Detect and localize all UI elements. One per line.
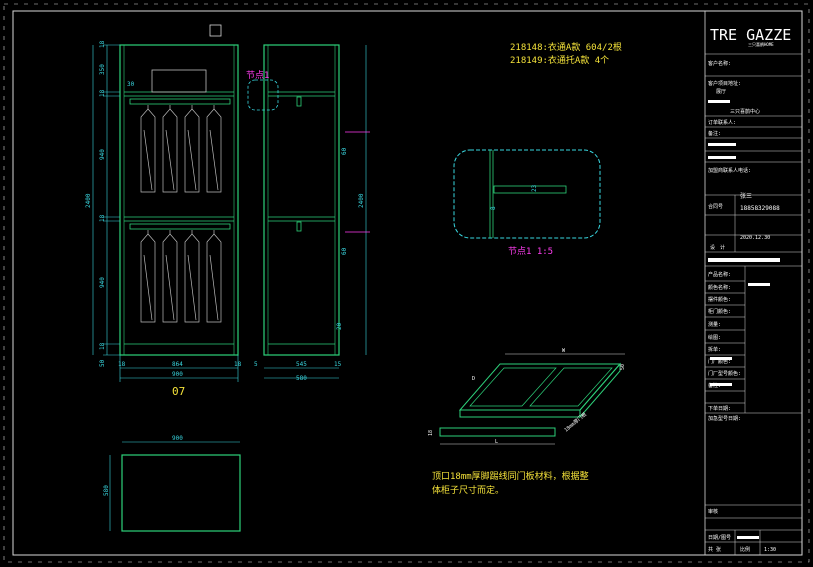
dim-base: 18 <box>99 342 106 350</box>
tb-remark: 备注: <box>708 130 721 137</box>
view-marker-box <box>209 24 222 37</box>
front-code: 07 <box>172 385 185 398</box>
side-dim-left: 5 <box>254 361 258 368</box>
node-detail-label: 节点1 1:5 <box>508 246 553 257</box>
svg-text:计: 计 <box>720 244 725 251</box>
kick-frame-iso: W D 50 L 18 18mm厚门板 <box>428 348 626 445</box>
dim-board1: 18 <box>99 89 106 97</box>
detail-rod <box>493 185 567 194</box>
tb-product: 产品名称: <box>708 271 731 278</box>
tb-redacted-bars <box>708 100 780 539</box>
svg-text:颜色名称:: 颜色名称: <box>708 284 731 291</box>
dim-upper-h: 940 <box>99 149 106 160</box>
kick-board <box>439 427 556 437</box>
tb-date: 2020.12.30 <box>740 235 770 241</box>
svg-text:门厂颜色:: 门厂颜色: <box>708 358 731 365</box>
svg-text:拆单:: 拆单: <box>708 346 721 353</box>
node-detail: 23 8 节点1 1:5 <box>453 149 601 257</box>
svg-text:绘图:: 绘图: <box>708 334 721 341</box>
brand-logo: TRE GAZZE <box>710 26 791 44</box>
tb-contract: 合同号 <box>708 203 723 210</box>
dim-kick: 50 <box>99 359 106 367</box>
rod-bracket-upper <box>296 96 302 107</box>
side-dim-right: 15 <box>334 361 342 368</box>
svg-text:下单日期:: 下单日期: <box>708 405 731 412</box>
side-note-1: 顶口18mm厚脚踢线同门板材料，根据整 <box>432 470 589 482</box>
dim-right-edge: 18 <box>234 361 242 368</box>
tb-center: 三只喜鹊中心 <box>730 108 760 115</box>
node1-callout <box>247 79 279 111</box>
garments-lower <box>140 230 222 323</box>
dim-lower-h: 940 <box>99 277 106 288</box>
frame-dim-depth: D <box>472 376 475 382</box>
dim-inner-w: 864 <box>172 361 183 368</box>
svg-text:审核: 审核 <box>708 508 718 515</box>
side-dim-depth: 580 <box>296 375 307 382</box>
part-note-1: 218148:衣通A款 604/2根 <box>510 41 622 53</box>
side-outline <box>263 44 340 356</box>
tb-address: 客户项目地址: <box>708 80 741 87</box>
dim-mid: 18 <box>99 214 106 222</box>
board-dim-thick: 18 <box>428 430 434 436</box>
rod-bracket-lower <box>296 221 302 232</box>
brand-sub: 三只喜鹊HOME <box>748 41 774 47</box>
svg-text:日期/图号: 日期/图号 <box>708 535 731 541</box>
dim-rod-gap: 30 <box>127 81 135 88</box>
svg-text:门厂型号颜色:: 门厂型号颜色: <box>708 370 741 377</box>
svg-text:1:30: 1:30 <box>764 547 776 553</box>
board-dim-length: L <box>495 439 498 445</box>
cabinet-inner <box>123 44 235 356</box>
plan-outline <box>121 454 241 532</box>
dim-left-edge: 18 <box>118 361 126 368</box>
front-elevation: 18 350 18 940 18 940 18 50 2400 30 18 86… <box>85 24 242 398</box>
side-dim-tag2: 60 <box>341 247 348 255</box>
hanging-rod-lower <box>129 223 231 230</box>
tb-dealer-phone: 加盟商联系人电话: <box>708 167 751 174</box>
side-dim-bottom: 20 <box>336 322 343 330</box>
svg-text:共 张: 共 张 <box>708 546 721 553</box>
svg-text:加急型号日期:: 加急型号日期: <box>708 415 741 422</box>
dim-top-h: 350 <box>99 64 106 75</box>
plan-dim-depth: 580 <box>103 485 110 496</box>
board-dim-material: 18mm厚门板 <box>563 411 588 434</box>
tb-phone: 18858329088 <box>740 205 780 212</box>
detail-dim-a: 23 <box>531 184 538 192</box>
tb-contact: 订单联系人: <box>708 119 736 126</box>
side-dim-total: 2400 <box>358 193 365 208</box>
node1-label: 节点1 <box>246 70 269 81</box>
detail-outline <box>453 149 601 239</box>
storage-box <box>151 69 207 93</box>
dim-total-h: 2400 <box>85 193 92 208</box>
part-note-2: 218149:衣通托A款 4个 <box>510 54 609 66</box>
svg-text:柜门颜色:: 柜门颜色: <box>708 308 731 315</box>
detail-dim-b: 8 <box>490 206 497 210</box>
side-elevation: 节点1 2400 60 60 20 5 545 15 580 <box>246 44 370 382</box>
hanging-rod-upper <box>129 98 231 105</box>
plan-view: 900 580 <box>103 435 241 532</box>
title-block: TRE GAZZE 三只喜鹊HOME <box>704 10 803 556</box>
cabinet-outline <box>119 44 239 356</box>
outer-tick-border <box>3 3 810 563</box>
garments-upper <box>140 105 222 193</box>
plan-dim-width: 900 <box>172 435 183 442</box>
frame-dim-length: W <box>562 348 566 354</box>
tb-design: 设 <box>710 244 715 251</box>
side-dim-inner: 545 <box>296 361 307 368</box>
drawing-border <box>12 10 803 556</box>
frame-dim-height: 50 <box>620 364 626 370</box>
tb-client: 客户名称: <box>708 60 731 67</box>
side-dim-tag1: 60 <box>341 147 348 155</box>
dim-board-top: 18 <box>99 40 106 48</box>
dim-outer-w: 900 <box>172 371 183 378</box>
svg-text:测量:: 测量: <box>708 321 721 328</box>
svg-text:摆件颜色:: 摆件颜色: <box>708 296 731 303</box>
tb-name: 张三 <box>740 192 752 200</box>
tb-address-val: 展厅 <box>716 89 726 95</box>
svg-text:比例: 比例 <box>740 546 750 553</box>
side-note-2: 体柜子尺寸而定。 <box>432 484 504 496</box>
